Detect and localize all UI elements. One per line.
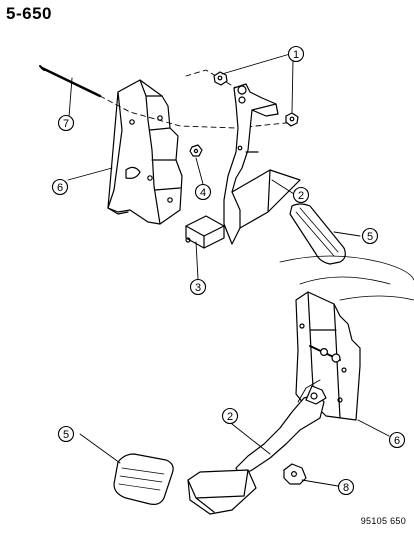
callout-3: 3 (189, 278, 207, 296)
callout-6-upper-label: 6 (57, 182, 63, 194)
pivot-shaft-lower (309, 345, 341, 363)
callout-4: 4 (194, 183, 212, 201)
nut-item-4 (189, 144, 203, 157)
callout-5-upper-label: 5 (367, 231, 373, 243)
callout-1-label: 1 (293, 49, 299, 61)
nuts-item-1 (213, 71, 299, 127)
pivot-rod (39, 65, 102, 98)
callout-2-upper-label: 2 (298, 190, 304, 202)
callout-7: 7 (57, 114, 75, 132)
callout-8-label: 8 (343, 482, 349, 494)
callout-6-upper: 6 (51, 178, 69, 196)
diagram-code: 95105 650 (360, 516, 406, 526)
floor-panel-outline (279, 255, 414, 301)
switch-block-item-3 (185, 215, 225, 249)
pedal-pad-upper (289, 203, 346, 265)
callout-5-upper: 5 (361, 227, 379, 245)
callout-5-lower-label: 5 (63, 429, 69, 441)
leader-lines (67, 53, 390, 487)
pedal-pad-block-lower (187, 469, 257, 515)
callout-2-lower: 2 (221, 407, 239, 425)
pedal-arm-lower (235, 379, 327, 477)
callout-1: 1 (287, 45, 305, 63)
callout-4-label: 4 (200, 187, 206, 199)
callout-7-label: 7 (63, 118, 69, 130)
callout-5-lower: 5 (57, 425, 75, 443)
callout-6-lower-label: 6 (394, 435, 400, 447)
pivot-alignment-line (99, 69, 297, 129)
pedal-support-bracket-upper (107, 79, 183, 225)
pedal-pad-lower (113, 453, 174, 505)
callout-6-lower: 6 (388, 431, 406, 449)
page-number: 5-650 (6, 4, 52, 23)
callout-3-label: 3 (195, 282, 201, 294)
callout-8: 8 (337, 478, 355, 496)
callout-2-upper: 2 (292, 186, 310, 204)
pedal-arm-upper (223, 83, 301, 245)
stop-lamp-switch-item-8 (283, 463, 307, 485)
callout-2-lower-label: 2 (227, 411, 233, 423)
